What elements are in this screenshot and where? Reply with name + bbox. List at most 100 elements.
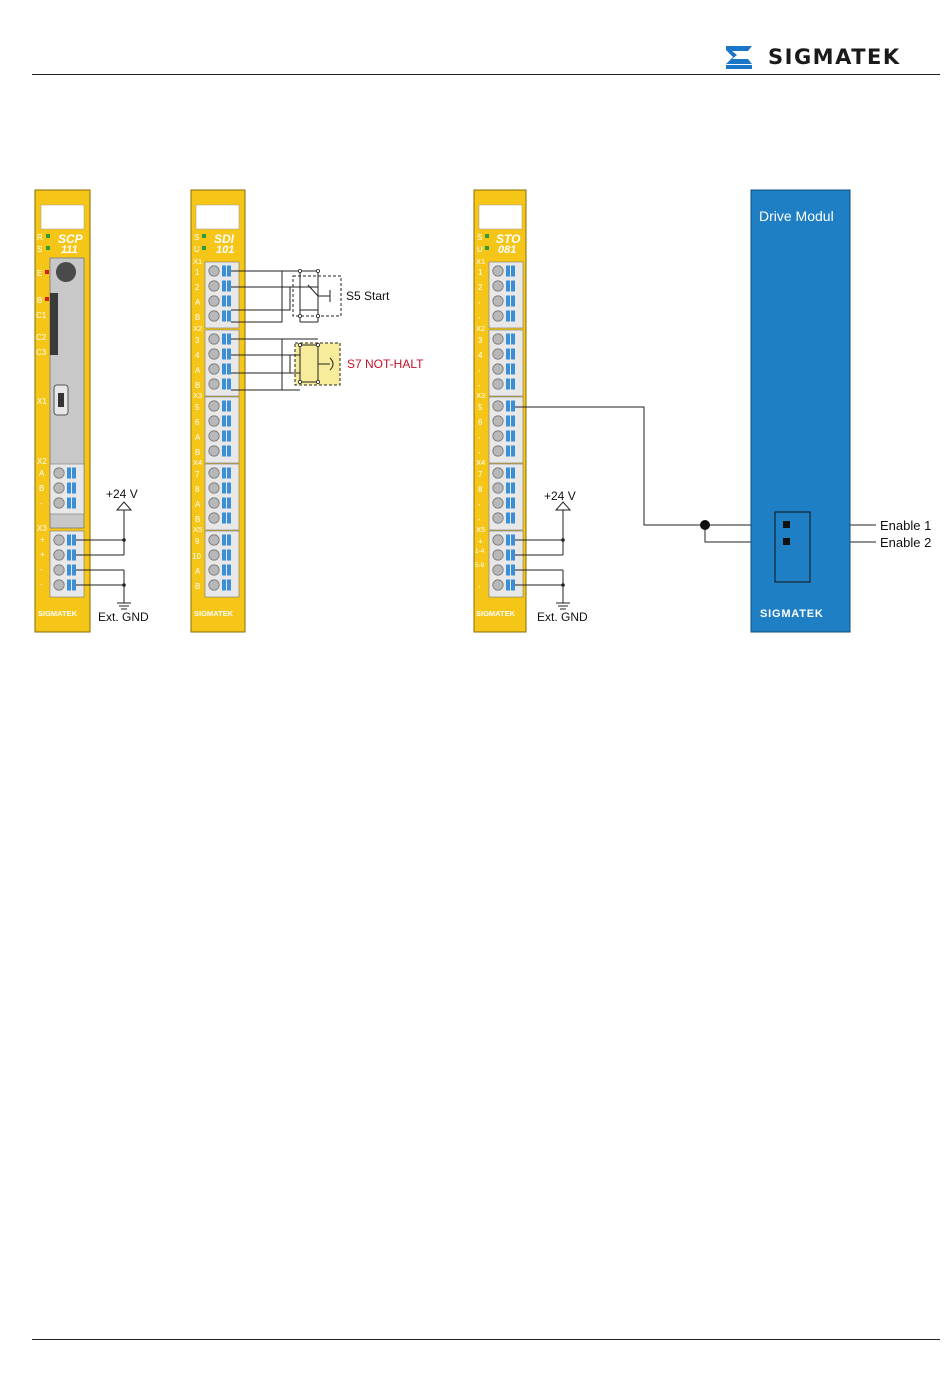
- sdi-pin-10: 10: [192, 552, 201, 561]
- label-enable-2: Enable 2: [880, 535, 931, 550]
- sdi-x3-label: X3: [193, 391, 202, 400]
- scp-x2-pin-b: B: [39, 484, 44, 493]
- module-drive: Drive Modul SIGMATEK: [750, 189, 851, 633]
- sto-pin-x2-3: -: [478, 366, 481, 375]
- s5-start-switch: [231, 270, 342, 323]
- sigmatek-logo: SIGMATEK: [722, 42, 901, 72]
- sdi-x4-label: X4: [193, 458, 202, 467]
- sto-pin-x3-4: -: [478, 448, 481, 457]
- scp-led-r: R: [37, 233, 43, 242]
- sdi-led-s: S: [194, 233, 199, 242]
- sdi-pin-a1: A: [195, 298, 201, 307]
- sdi-pin-a5: A: [195, 567, 201, 576]
- sto-pin-1-4: 1-4: [475, 548, 485, 555]
- scp-x3-pin-4: -: [40, 580, 43, 589]
- sdi-name: SDI: [214, 232, 235, 246]
- sto-pin-x4-3: -: [478, 500, 481, 509]
- sdi-pin-b5: B: [195, 582, 200, 591]
- label-24v-right: +24 V: [544, 489, 576, 503]
- sdi-x1-label: X1: [193, 257, 202, 266]
- sdi-pin-b3: B: [195, 448, 200, 457]
- sto-x5-label: X5: [476, 525, 485, 534]
- sdi-pin-5: 5: [195, 403, 200, 412]
- sdi-pin-6: 6: [195, 418, 200, 427]
- module-sto: STO 081 S U X1 1 2 - - X2 3 4 - - X3 5 6…: [473, 189, 527, 633]
- scp-x2-label: X2: [37, 457, 47, 466]
- sto-supply-wiring: [515, 501, 572, 610]
- drive-title: Drive Modul: [759, 208, 834, 224]
- sdi-pin-4: 4: [195, 351, 200, 360]
- scp-name: SCP: [58, 232, 84, 246]
- sto-x4-label: X4: [476, 458, 485, 467]
- sto-number: 081: [498, 244, 516, 256]
- footer-rule: [32, 1339, 940, 1340]
- sdi-x5-label: X5: [193, 525, 202, 534]
- label-s5-start: S5 Start: [346, 289, 390, 303]
- sigmatek-logo-icon: [726, 46, 752, 69]
- scp-led-s: S: [37, 245, 42, 254]
- drive-footer: SIGMATEK: [760, 608, 824, 620]
- sto-x2-label: X2: [476, 324, 485, 333]
- scp-led-e: E: [37, 269, 42, 278]
- scp-x2-pin-a: A: [39, 469, 45, 478]
- scp-led-b: B: [37, 296, 42, 305]
- sdi-pin-8: 8: [195, 485, 200, 494]
- sdi-pin-9: 9: [195, 537, 200, 546]
- sto-pin-x2-4: -: [478, 381, 481, 390]
- junction-dot: [700, 520, 710, 530]
- sdi-pin-3: 3: [195, 336, 200, 345]
- sto-name: STO: [496, 232, 521, 246]
- sdi-led-u: U: [194, 245, 200, 254]
- scp-x3-pin-3: -: [40, 565, 43, 574]
- sto-pin-5-8: 5-8: [475, 562, 485, 569]
- sdi-pin-a2: A: [195, 366, 201, 375]
- module-scp: SCP 111 R S E B C1 C2 C3 X1 X2 A B - X3 …: [34, 189, 91, 633]
- brand-name: SIGMATEK: [768, 45, 901, 69]
- sdi-pin-7: 7: [195, 470, 200, 479]
- sto-pin-6: 6: [478, 418, 483, 427]
- header-rule: [32, 74, 940, 75]
- sdi-footer: SIGMATEK: [194, 609, 234, 618]
- sdi-number: 101: [216, 244, 234, 256]
- sto-pin-x1-3: -: [478, 298, 481, 307]
- label-24v-left: +24 V: [106, 487, 138, 501]
- label-gnd-right: Ext. GND: [537, 610, 588, 624]
- label-s7-not-halt: S7 NOT-HALT: [347, 357, 424, 371]
- sdi-pin-a4: A: [195, 500, 201, 509]
- sto-pin-plus: +: [478, 537, 483, 546]
- label-enable-1: Enable 1: [880, 518, 931, 533]
- s7-not-halt-switch: [231, 338, 334, 391]
- sto-pin-4: 4: [478, 351, 483, 360]
- scp-x2-pin-minus: -: [40, 499, 43, 508]
- sto-pin-x4-4: -: [478, 515, 481, 524]
- sto-led-s: S: [477, 233, 482, 242]
- sdi-pin-2: 2: [195, 283, 200, 292]
- scp-x1-label: X1: [37, 397, 47, 406]
- sto-pin-7: 7: [478, 470, 483, 479]
- sdi-pin-a3: A: [195, 433, 201, 442]
- scp-led-c3: C3: [36, 348, 47, 357]
- sdi-pin-b2: B: [195, 381, 200, 390]
- scp-x3-label: X3: [37, 524, 47, 533]
- sto-x3-label: X3: [476, 391, 485, 400]
- scp-footer: SIGMATEK: [38, 609, 78, 618]
- sto-pin-2: 2: [478, 283, 483, 292]
- scp-x3-pin-1: +: [40, 535, 45, 544]
- scp-led-c2: C2: [36, 333, 47, 342]
- scp-x3-pin-2: +: [40, 550, 45, 559]
- scp-number: 111: [61, 244, 78, 256]
- sto-pin-1: 1: [478, 268, 483, 277]
- sto-pin-minus: -: [478, 582, 481, 591]
- sto-pin-5: 5: [478, 403, 483, 412]
- sdi-pin-b1: B: [195, 313, 200, 322]
- sto-led-u: U: [477, 245, 483, 254]
- module-sdi: SDI 101 S U X1 1 2 A B X2 3 4 A B X3 5 6…: [190, 189, 246, 633]
- sto-pin-8: 8: [478, 485, 483, 494]
- label-gnd-left: Ext. GND: [98, 610, 149, 624]
- sto-pin-3: 3: [478, 336, 483, 345]
- sdi-x2-label: X2: [193, 324, 202, 333]
- scp-led-c1: C1: [36, 311, 47, 320]
- sdi-pin-1: 1: [195, 268, 200, 277]
- sto-footer: SIGMATEK: [476, 609, 516, 618]
